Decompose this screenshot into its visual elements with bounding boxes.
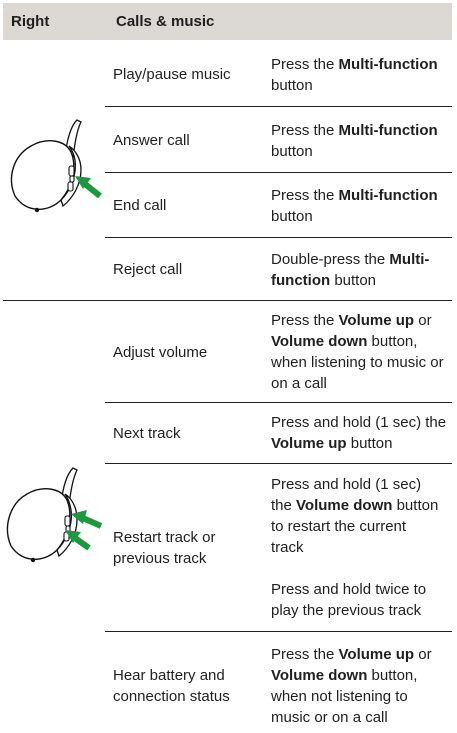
instruction-text: Press and hold (1 sec) the	[271, 414, 447, 431]
button-name-emphasis: Volume up	[338, 312, 415, 329]
row-divider	[105, 631, 452, 632]
instruction-text: button	[330, 272, 377, 289]
headphone-volume-illustration	[6, 467, 103, 563]
how-previous-track: Press and hold twice to play the previou…	[271, 581, 427, 619]
how-battery-status: Press the Volume up or Volume down butto…	[271, 644, 451, 728]
how-restart-track: Press and hold (1 sec) the Volume down b…	[271, 474, 441, 558]
action-end-call: End call	[113, 197, 167, 214]
action-reject-call: Reject call	[113, 261, 183, 278]
instruction-text: button to restart the current track	[271, 497, 439, 556]
instruction-text: button	[271, 143, 313, 160]
button-name-emphasis: Volume down	[271, 667, 368, 684]
button-name-emphasis: Volume up	[338, 646, 415, 663]
instruction-text: Press the	[271, 312, 339, 329]
button-name-emphasis: Multi-function	[338, 187, 438, 204]
instruction-text: button, when listening to music or on a …	[271, 333, 444, 392]
action-play-pause: Play/pause music	[113, 66, 231, 83]
table-header: Right Calls & music	[3, 3, 452, 40]
button-name-emphasis: Multi-function	[338, 122, 438, 139]
button-name-emphasis: Volume up	[271, 435, 347, 452]
headphone-multifunction-illustration	[10, 119, 102, 213]
how-play-pause: Press the Multi-function button	[271, 54, 451, 96]
instruction-text: button	[271, 77, 313, 94]
action-restart-track: Restart track or previous track	[113, 529, 216, 567]
button-name-emphasis: Volume down	[296, 497, 393, 514]
row-divider	[105, 463, 452, 464]
button-name-emphasis: Volume down	[271, 333, 368, 350]
row-divider	[105, 106, 452, 107]
instruction-text: Press the	[271, 122, 339, 139]
instruction-text: Press the	[271, 646, 339, 663]
action-next-track: Next track	[113, 425, 181, 442]
how-answer-call: Press the Multi-function button	[271, 120, 451, 162]
action-adjust-volume: Adjust volume	[113, 344, 208, 361]
how-next-track: Press and hold (1 sec) the Volume up but…	[271, 412, 451, 454]
how-end-call: Press the Multi-function button	[271, 185, 451, 227]
instruction-text: Double-press the	[271, 251, 390, 268]
row-divider	[105, 172, 452, 173]
header-section: Calls & music	[116, 13, 215, 30]
instruction-text: Press the	[271, 56, 339, 73]
instruction-text: button, when not listening to music or o…	[271, 667, 418, 726]
how-adjust-volume: Press the Volume up or Volume down butto…	[271, 310, 451, 394]
button-name-emphasis: Multi-function	[338, 56, 438, 73]
button-name-emphasis: Multi-function	[271, 251, 430, 289]
how-reject-call: Double-press the Multi-function button	[271, 249, 443, 291]
instruction-text: or	[414, 312, 432, 329]
row-divider	[105, 402, 452, 403]
header-side: Right	[11, 13, 50, 30]
instruction-text: Press the	[271, 187, 339, 204]
group-divider	[3, 300, 452, 301]
instruction-text: button	[271, 208, 313, 225]
instruction-text: button	[346, 435, 393, 452]
row-divider	[105, 237, 452, 238]
action-answer-call: Answer call	[113, 132, 190, 149]
instruction-text: Press and hold (1 sec) the	[271, 476, 422, 514]
action-battery-status: Hear battery and connection status	[113, 667, 230, 705]
instruction-text: or	[414, 646, 432, 663]
